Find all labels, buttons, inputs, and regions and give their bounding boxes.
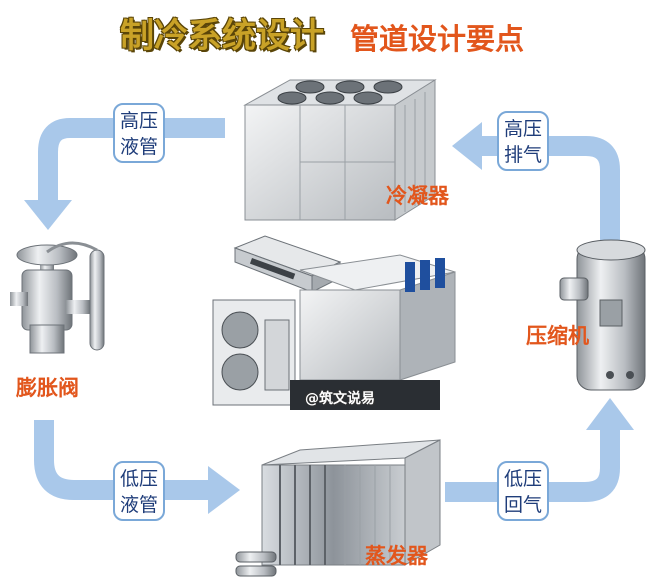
- compressor-label: 压缩机: [526, 324, 589, 348]
- condenser-illustration: [243, 79, 437, 221]
- label-line: 高压: [503, 118, 542, 140]
- hvac-equipment-cluster-illustration: [212, 235, 456, 410]
- label-low-pressure-liquid: 低压 液管: [113, 461, 165, 521]
- flow-arrow-valve-to-evaporator: [34, 420, 240, 514]
- compressor-illustration: [559, 239, 646, 391]
- watermark: @筑文说易: [305, 391, 375, 407]
- evaporator-illustration: [235, 439, 441, 577]
- flow-arrow-condenser-to-valve: [24, 118, 225, 230]
- flow-arrow-evaporator-to-compressor: [445, 398, 634, 502]
- page-title: 制冷系统设计: [120, 16, 324, 56]
- expansion-valve-illustration: [10, 241, 105, 354]
- expansion-valve-label: 膨胀阀: [16, 376, 79, 400]
- label-line: 低压: [503, 468, 542, 490]
- label-line: 液管: [119, 494, 158, 516]
- label-high-pressure-liquid: 高压 液管: [113, 103, 165, 163]
- label-line: 低压: [119, 468, 158, 490]
- flow-arrow-compressor-to-condenser: [452, 122, 620, 240]
- evaporator-label: 蒸发器: [365, 544, 428, 568]
- label-low-pressure-suction: 低压 回气: [497, 461, 549, 521]
- label-line: 高压: [119, 110, 158, 132]
- label-line: 液管: [119, 136, 158, 158]
- condenser-label: 冷凝器: [386, 184, 449, 208]
- label-line: 回气: [503, 494, 542, 516]
- label-high-pressure-discharge: 高压 排气: [497, 111, 549, 171]
- label-line: 排气: [503, 144, 542, 166]
- page-subtitle: 管道设计要点: [350, 22, 525, 56]
